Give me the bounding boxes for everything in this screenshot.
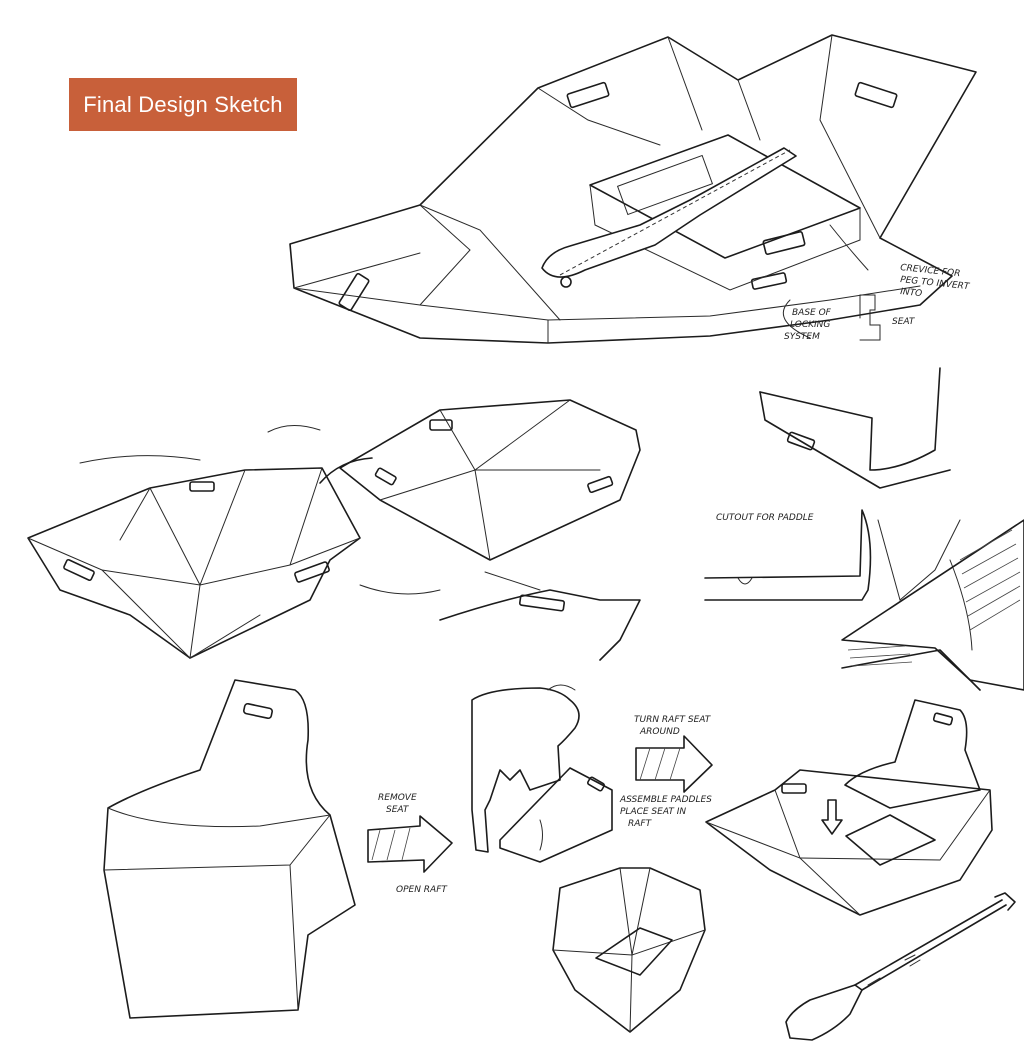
seat-note: SEAT	[892, 317, 916, 327]
detail-annotations: CUTOUT FOR PADDLE	[716, 513, 814, 523]
handle-slot	[750, 272, 788, 290]
handle-slot	[338, 272, 370, 312]
assemble-note-3: RAFT	[628, 819, 653, 829]
cutout-note: CUTOUT FOR PADDLE	[716, 513, 814, 523]
base-note-1: BASE OF	[792, 308, 832, 318]
crevice-note-3: INTO	[900, 287, 923, 299]
folded-rafts-sketch	[27, 399, 641, 661]
handle-slot	[566, 81, 610, 109]
handle-slot	[762, 230, 806, 256]
step-annotations: REMOVE SEAT OPEN RAFT TURN RAFT SEAT ARO…	[378, 715, 712, 895]
assemble-note-2: PLACE SEAT IN	[620, 807, 686, 817]
seat-into-raft-sketch	[705, 699, 993, 916]
assemble-note-1: ASSEMBLE PADDLES	[619, 795, 712, 805]
unfolded-raft-sketch	[289, 34, 977, 344]
person-carrying-raft	[471, 684, 613, 863]
paddle-detail-sketch	[785, 892, 1016, 1041]
turn-note-1: TURN RAFT SEAT	[634, 715, 712, 725]
step-arrows	[367, 735, 843, 873]
folded-raft-box	[499, 767, 613, 863]
locking-detail-sketches	[704, 367, 1024, 691]
turn-note-2: AROUND	[639, 727, 680, 737]
remove-note-1: REMOVE	[378, 793, 417, 803]
handle-slot	[854, 81, 898, 109]
remove-note-2: SEAT	[386, 805, 410, 815]
seat-sketch	[103, 679, 356, 1019]
folding-raft-sketch	[552, 867, 706, 1033]
base-note-3: SYSTEM	[784, 332, 820, 342]
paddle-sketch	[541, 147, 797, 278]
open-note: OPEN RAFT	[396, 885, 448, 895]
base-note-2: LOCKING	[790, 320, 830, 330]
title-badge: Final Design Sketch	[69, 78, 297, 131]
